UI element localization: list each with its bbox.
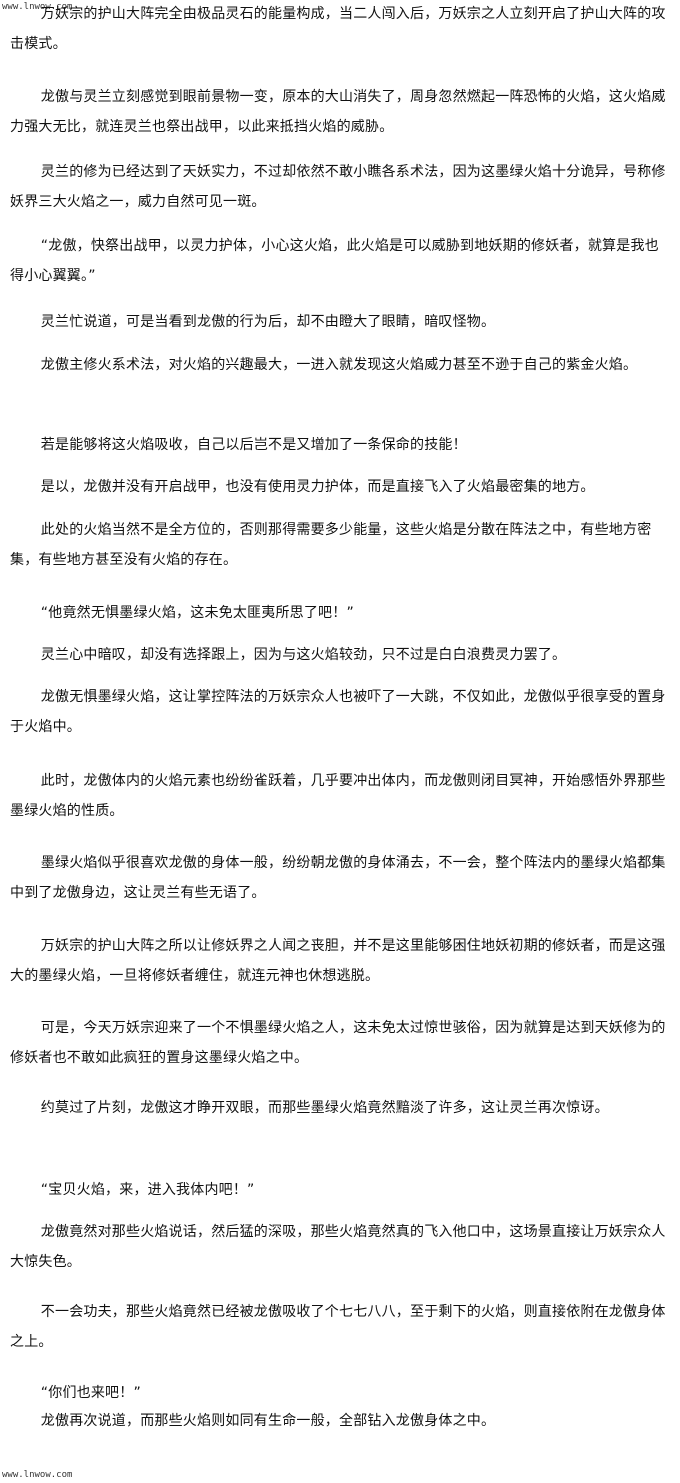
paragraph: “宝贝火焰，来，进入我体内吧！” [40,1182,255,1198]
paragraph: 约莫过了片刻，龙傲这才睁开双眼，而那些墨绿火焰竟然黯淡了许多，这让灵兰再次惊讶。 [40,1100,609,1116]
paragraph: 龙傲主修火系术法，对火焰的兴趣最大，一进入就发现这火焰威力甚至不逊于自己的紫金火… [40,357,638,373]
watermark-bottom: www.lnwow.com [2,1470,73,1480]
paragraph: 是以，龙傲并没有开启战甲，也没有使用灵力护体，而是直接飞入了火焰最密集的地方。 [40,479,595,495]
paragraph: 可是，今天万妖宗迎来了一个不惧墨绿火焰之人，这未免太过惊世骇俗，因为就算是达到天… [10,1020,666,1066]
paragraph: 墨绿火焰似乎很喜欢龙傲的身体一般，纷纷朝龙傲的身体涌去，不一会，整个阵法内的墨绿… [10,855,666,901]
paragraph: 不一会功夫，那些火焰竟然已经被龙傲吸收了个七七八八，至于剩下的火焰，则直接依附在… [10,1304,666,1350]
paragraph: 此处的火焰当然不是全方位的，否则那得需要多少能量，这些火焰是分散在阵法之中，有些… [10,522,652,568]
paragraph: 万妖宗的护山大阵完全由极品灵石的能量构成，当二人闯入后，万妖宗之人立刻开启了护山… [10,6,666,52]
paragraph: “他竟然无惧墨绿火焰，这未免太匪夷所思了吧！” [40,605,354,621]
paragraph: 灵兰忙说道，可是当看到龙傲的行为后，却不由瞪大了眼睛，暗叹怪物。 [40,314,496,330]
paragraph: 灵兰的修为已经达到了天妖实力，不过却依然不敢小瞧各系术法，因为这墨绿火焰十分诡异… [10,164,666,210]
paragraph: “龙傲，快祭出战甲，以灵力护体，小心这火焰，此火焰是可以威胁到地妖期的修妖者，就… [10,238,659,284]
paragraph: “你们也来吧！” [40,1385,141,1401]
paragraph: 龙傲与灵兰立刻感觉到眼前景物一变，原本的大山消失了，周身忽然燃起一阵恐怖的火焰，… [10,89,666,135]
paragraph: 灵兰心中暗叹，却没有选择跟上，因为与这火焰较劲，只不过是白白浪费灵力罢了。 [40,647,567,663]
paragraph: 龙傲无惧墨绿火焰，这让掌控阵法的万妖宗众人也被吓了一大跳，不仅如此，龙傲似乎很享… [10,689,666,735]
paragraph: 万妖宗的护山大阵之所以让修妖界之人闻之丧胆，并不是这里能够困住地妖初期的修妖者，… [10,938,666,984]
watermark-top: www.lnwow.com [2,2,73,12]
paragraph: 龙傲竟然对那些火焰说话，然后猛的深吸，那些火焰竟然真的飞入他口中，这场景直接让万… [10,1224,666,1270]
paragraph: 若是能够将这火焰吸收，自己以后岂不是又增加了一条保命的技能！ [40,437,467,453]
paragraph: 此时，龙傲体内的火焰元素也纷纷雀跃着，几乎要冲出体内，而龙傲则闭目冥神，开始感悟… [10,773,666,819]
paragraph: 龙傲再次说道，而那些火焰则如同有生命一般，全部钻入龙傲身体之中。 [40,1413,496,1429]
